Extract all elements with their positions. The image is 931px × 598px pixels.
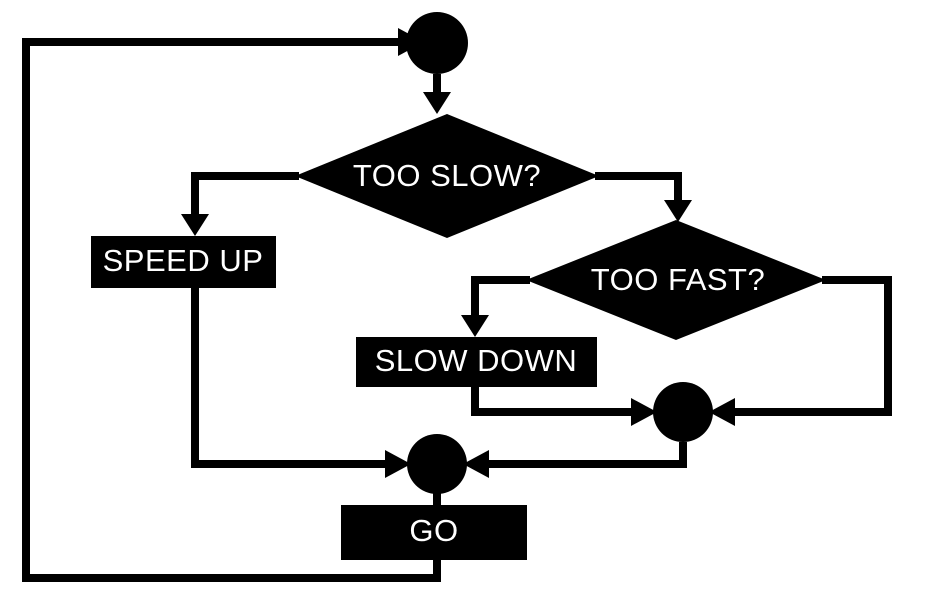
node-too-slow[interactable]: TOO SLOW? [295, 114, 599, 238]
node-label-too-slow: TOO SLOW? [353, 158, 541, 193]
node-label-go: GO [409, 513, 458, 548]
edge-merge-right-to-merge-main [463, 442, 687, 478]
edge-too-fast-no [709, 276, 892, 426]
process-box-speed-up[interactable] [91, 236, 276, 288]
edge-slow-down-to-merge-right [471, 387, 657, 426]
arrowhead-icon [181, 214, 209, 236]
node-speed-up[interactable]: SPEED UP [91, 236, 276, 288]
edge-speed-up-to-merge-main [191, 288, 411, 478]
arrowhead-icon [385, 450, 411, 478]
node-merge-right[interactable] [653, 382, 713, 442]
arrowhead-icon [631, 398, 657, 426]
node-label-too-fast: TOO FAST? [591, 262, 765, 297]
node-too-fast[interactable]: TOO FAST? [526, 220, 826, 340]
process-box-go[interactable] [341, 505, 527, 560]
node-start[interactable] [406, 12, 468, 74]
process-box-slow-down[interactable] [356, 337, 597, 387]
arrowhead-icon [423, 92, 451, 114]
edge-loop-to-start [22, 28, 441, 582]
edge-start-to-too-slow [423, 74, 451, 114]
edge-too-fast-yes [461, 276, 530, 337]
node-merge-main[interactable] [407, 434, 467, 494]
edge-too-slow-yes [181, 172, 299, 236]
decision-diamond-too-fast[interactable] [526, 220, 826, 340]
arrowhead-icon [709, 398, 735, 426]
arrowhead-icon [463, 450, 489, 478]
decision-diamond-too-slow[interactable] [295, 114, 599, 238]
node-go[interactable]: GO [341, 505, 527, 560]
arrowhead-icon [664, 200, 692, 222]
arrowhead-icon [461, 315, 489, 337]
merge-circle-main[interactable] [407, 434, 467, 494]
edge-too-slow-no [595, 172, 692, 222]
node-label-speed-up: SPEED UP [103, 243, 264, 278]
node-label-slow-down: SLOW DOWN [375, 343, 578, 378]
node-slow-down[interactable]: SLOW DOWN [356, 337, 597, 387]
start-circle[interactable] [406, 12, 468, 74]
merge-circle-right[interactable] [653, 382, 713, 442]
